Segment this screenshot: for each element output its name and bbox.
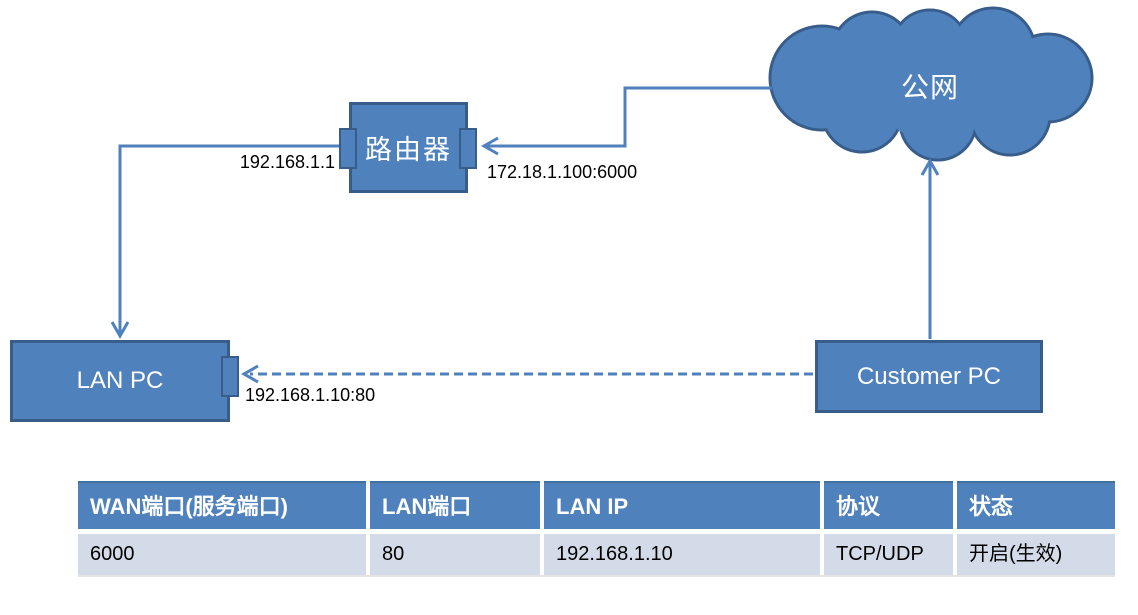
connector-customerpc-to-cloud [920, 157, 940, 339]
router-wan-port [459, 128, 477, 169]
lan-endpoint-label: 192.168.1.10:80 [245, 385, 376, 405]
table-cell-protocol: TCP/UDP [824, 534, 953, 575]
lan-pc-label: LAN PC [76, 367, 164, 394]
cloud-public-network-label: 公网 [900, 72, 959, 103]
connector-customerpc-to-lanpc-dashed [240, 364, 813, 384]
wan-endpoint-label: 172.18.1.100:6000 [487, 162, 638, 182]
customer-pc-label: Customer PC [856, 362, 1002, 390]
table-header-protocol: 协议 [824, 481, 953, 529]
arrowhead-left-icon [480, 136, 499, 156]
table-cell-wan-port: 6000 [78, 534, 366, 575]
port-forwarding-table: WAN端口(服务端口) LAN端口 LAN IP 协议 状态 6000 80 1… [78, 481, 1115, 577]
table-cell-lan-port: 80 [370, 534, 540, 575]
lan-pc-node: LAN PC [10, 340, 230, 422]
table-cell-lan-ip: 192.168.1.10 [544, 534, 820, 575]
table-header-lan-port: LAN端口 [370, 481, 540, 529]
customer-pc-node: Customer PC [815, 340, 1043, 413]
router-node: 路由器 [349, 102, 468, 193]
router-lan-port [339, 128, 357, 169]
router-lan-ip-label: 192.168.1.1 [239, 152, 335, 172]
arrowhead-left-icon [240, 364, 259, 384]
arrowhead-down-icon [110, 321, 130, 340]
router-label: 路由器 [365, 135, 452, 165]
connector-router-to-lanpc [110, 144, 340, 340]
lan-pc-port [221, 356, 239, 397]
cloud-shape-fill [771, 9, 1091, 159]
table-header-lan-ip: LAN IP [544, 481, 820, 529]
table-header-status: 状态 [957, 481, 1115, 529]
arrowhead-up-icon [920, 157, 940, 176]
table-cell-status: 开启(生效) [957, 534, 1115, 575]
table-header-wan-port: WAN端口(服务端口) [78, 481, 366, 529]
connector-cloud-to-router [480, 86, 772, 156]
